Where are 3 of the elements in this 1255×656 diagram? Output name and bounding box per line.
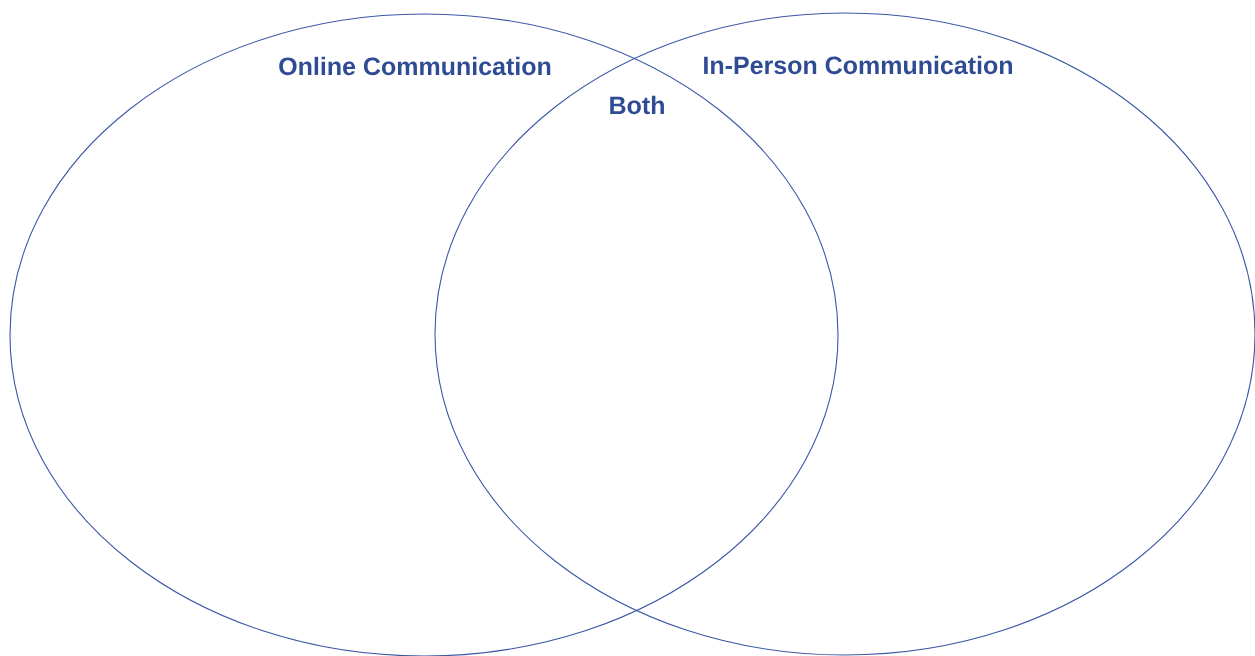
region-label: Both (610, 95, 664, 115)
heading: Online Communication (279, 56, 551, 76)
heading: In-Person Communication (704, 55, 1012, 75)
